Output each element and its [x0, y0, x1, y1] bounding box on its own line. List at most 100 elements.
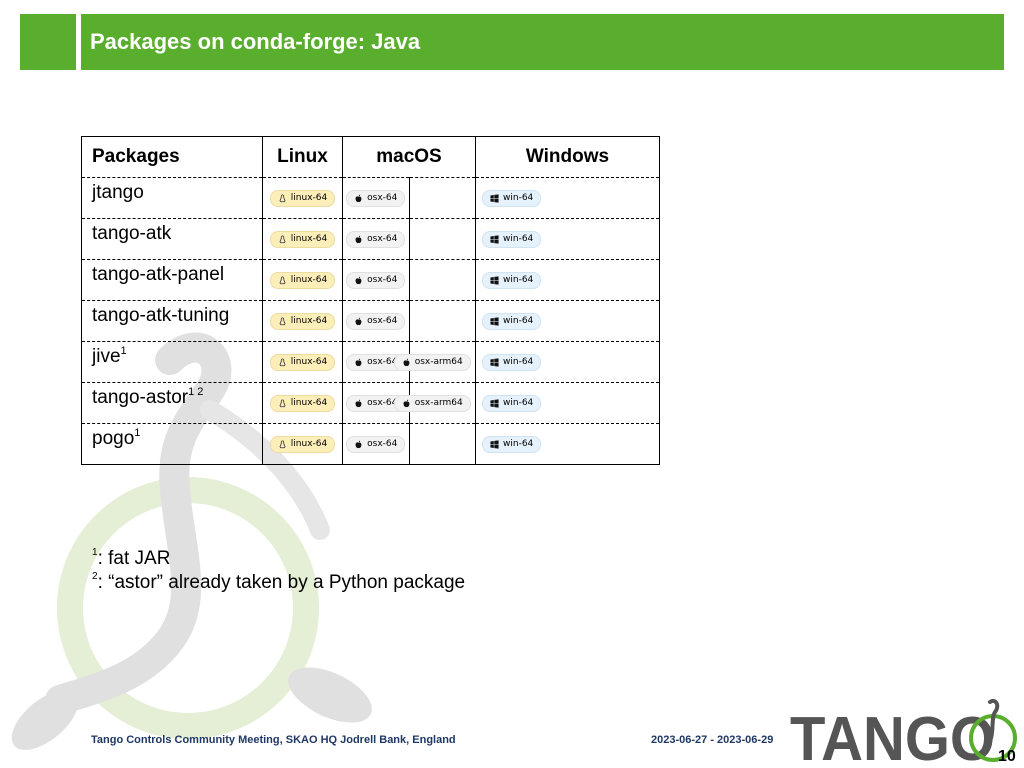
table-row: tango-atk linux-64 osx-64 win-64 — [81, 218, 660, 260]
linux-cell: linux-64 — [262, 341, 343, 383]
tango-logo: TANGO — [790, 699, 1017, 768]
windows-cell: win-64 — [475, 423, 660, 465]
table-header-row: Packages Linux macOS Windows — [81, 136, 660, 178]
windows-icon — [490, 275, 499, 285]
linux-cell: linux-64 — [262, 382, 343, 424]
badge-linux-64: linux-64 — [269, 435, 336, 453]
footnote-ref: 1 2 — [188, 386, 204, 398]
badge-linux-64: linux-64 — [269, 271, 336, 289]
mac-arm-cell — [408, 423, 476, 465]
apple-icon — [403, 399, 410, 407]
badge-win-64: win-64 — [482, 271, 542, 289]
mac-arm-cell — [408, 177, 476, 219]
table-row: pogo1 linux-64 osx-64 win-64 — [81, 423, 660, 465]
linux-icon — [279, 357, 286, 366]
package-name: tango-atk-tuning — [81, 300, 263, 342]
apple-icon — [403, 358, 410, 366]
badge-linux-64: linux-64 — [269, 189, 336, 207]
mac-cell: osx-64 — [342, 177, 409, 219]
badge-osx-64: osx-64 — [346, 230, 406, 248]
packages-table: Packages Linux macOS Windows jtango linux… — [81, 136, 660, 465]
mac-arm-cell — [408, 218, 476, 260]
slide-title: Packages on conda-forge: Java — [90, 29, 421, 54]
package-name: tango-atk — [81, 218, 263, 260]
col-header-windows: Windows — [475, 136, 660, 178]
linux-icon — [279, 398, 286, 407]
linux-cell: linux-64 — [262, 423, 343, 465]
footnote-ref: 1 — [134, 427, 141, 439]
tango-logo-text: TANGO — [790, 705, 995, 768]
badge-osx-arm64: osx-arm64 — [393, 353, 471, 371]
apple-icon — [355, 317, 362, 325]
apple-icon — [355, 235, 362, 243]
badge-linux-64: linux-64 — [269, 230, 336, 248]
linux-icon — [279, 316, 286, 325]
linux-cell: linux-64 — [262, 218, 343, 260]
mac-cell: osx-64 — [342, 423, 409, 465]
table-row: jtango linux-64 osx-64 win-64 — [81, 177, 660, 219]
mac-arm-cell: osx-arm64 — [393, 341, 476, 383]
page-number: 10 — [998, 748, 1016, 765]
mac-arm-cell — [408, 300, 476, 342]
linux-icon — [279, 439, 286, 448]
windows-cell: win-64 — [475, 218, 660, 260]
windows-icon — [490, 398, 499, 408]
mac-arm-cell — [408, 259, 476, 301]
badge-win-64: win-64 — [482, 230, 542, 248]
mac-cell: osx-64 — [342, 300, 409, 342]
badge-osx-64: osx-64 — [346, 312, 406, 330]
windows-icon — [490, 439, 499, 449]
windows-icon — [490, 234, 499, 244]
apple-icon — [355, 399, 362, 407]
badge-osx-arm64: osx-arm64 — [393, 394, 471, 412]
windows-cell: win-64 — [475, 382, 660, 424]
badge-win-64: win-64 — [482, 189, 542, 207]
col-header-macos: macOS — [342, 136, 476, 178]
badge-win-64: win-64 — [482, 312, 542, 330]
windows-icon — [490, 316, 499, 326]
linux-cell: linux-64 — [262, 177, 343, 219]
apple-icon — [355, 276, 362, 284]
linux-cell: linux-64 — [262, 259, 343, 301]
windows-cell: win-64 — [475, 177, 660, 219]
badge-linux-64: linux-64 — [269, 353, 336, 371]
footer-dates: 2023-06-27 - 2023-06-29 — [651, 734, 774, 746]
apple-icon — [355, 440, 362, 448]
windows-icon — [490, 357, 499, 367]
package-name: pogo1 — [81, 423, 263, 465]
badge-linux-64: linux-64 — [269, 312, 336, 330]
mac-arm-cell: osx-arm64 — [393, 382, 476, 424]
badge-linux-64: linux-64 — [269, 394, 336, 412]
linux-icon — [279, 234, 286, 243]
apple-icon — [355, 194, 362, 202]
apple-icon — [355, 358, 362, 366]
package-name: jtango — [81, 177, 263, 219]
windows-cell: win-64 — [475, 300, 660, 342]
windows-cell: win-64 — [475, 259, 660, 301]
col-header-packages: Packages — [81, 136, 263, 178]
badge-win-64: win-64 — [482, 394, 542, 412]
package-name: jive1 — [81, 341, 263, 383]
footnote-ref: 1 — [120, 345, 127, 357]
badge-win-64: win-64 — [482, 435, 542, 453]
linux-cell: linux-64 — [262, 300, 343, 342]
footer-event: Tango Controls Community Meeting, SKAO H… — [91, 734, 456, 746]
package-name: tango-atk-panel — [81, 259, 263, 301]
footnote-2: 2: “astor” already taken by a Python pac… — [92, 571, 466, 593]
table-row: tango-atk-tuning linux-64 osx-64 win-64 — [81, 300, 660, 342]
badge-win-64: win-64 — [482, 353, 542, 371]
linux-icon — [279, 193, 286, 202]
mac-cell: osx-64 — [342, 218, 409, 260]
header-bar: Packages on conda-forge: Java — [81, 14, 1004, 70]
header-accent-block — [20, 14, 76, 70]
windows-icon — [490, 193, 499, 203]
table-row: tango-atk-panel linux-64 osx-64 win-64 — [81, 259, 660, 301]
badge-osx-64: osx-64 — [346, 271, 406, 289]
badge-osx-64: osx-64 — [346, 394, 406, 412]
package-name: tango-astor1 2 — [81, 382, 263, 424]
windows-cell: win-64 — [475, 341, 660, 383]
linux-icon — [279, 275, 286, 284]
mac-cell: osx-64 — [342, 341, 409, 383]
